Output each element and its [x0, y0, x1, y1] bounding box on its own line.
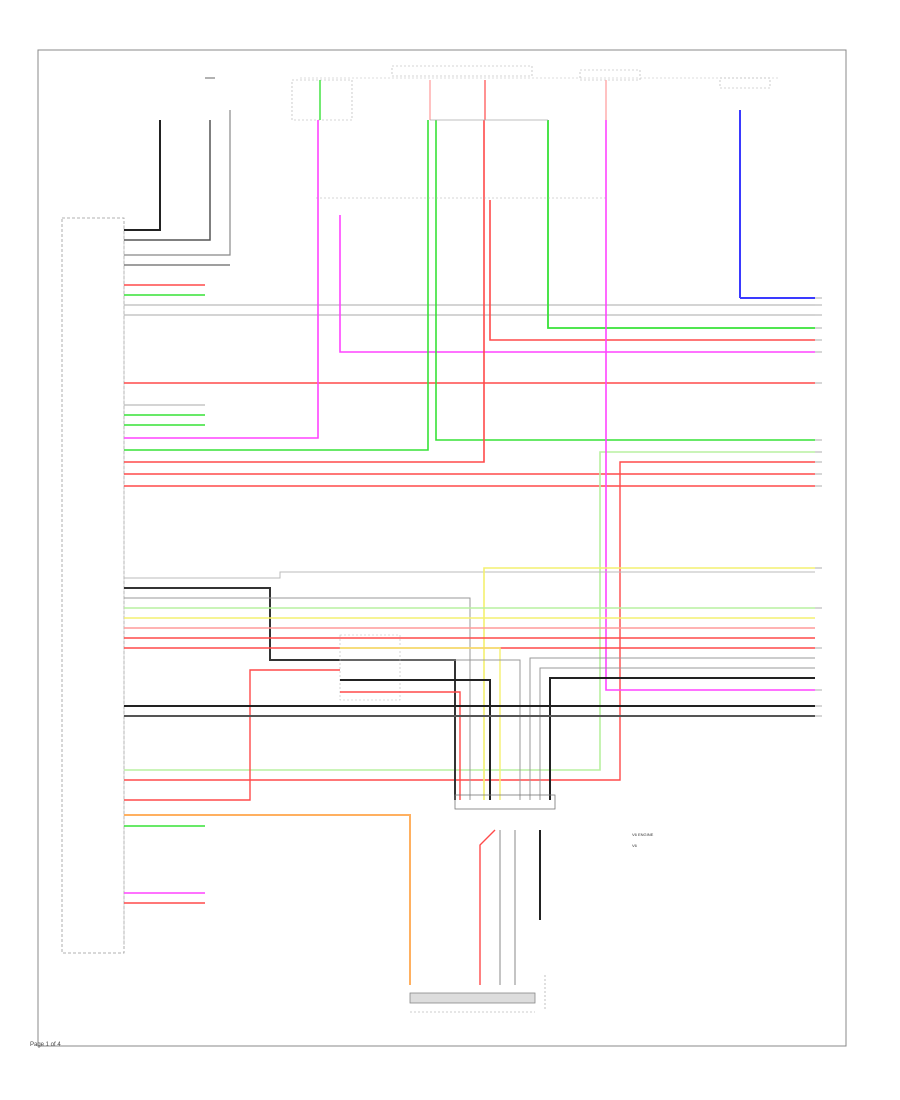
legend: V6 ENGINE V6 — [632, 832, 654, 848]
fuse-box-3 — [579, 69, 641, 81]
wire-black-inner — [340, 679, 491, 800]
wire-black-1 — [124, 120, 161, 231]
wire-lightgreen-h1 — [124, 451, 815, 771]
wire-red-down1 — [479, 829, 496, 985]
inner-connector-box — [339, 634, 401, 701]
wire-black-low1 — [124, 587, 456, 800]
wire-green-h3 — [435, 120, 815, 441]
bottom-connector-a — [454, 794, 556, 810]
wire-yellow-inner — [340, 647, 501, 800]
wire-red-inner2 — [340, 691, 461, 800]
wire-red-h6 — [124, 461, 815, 781]
fuse-box-2 — [391, 65, 533, 77]
bottom-sensor-block — [409, 992, 536, 1004]
page-label: Page 1 of 4 — [30, 1042, 61, 1048]
wire-orange-bottom — [124, 814, 411, 985]
fuse-box-4 — [719, 77, 771, 89]
legend-item-2: V6 — [632, 843, 638, 848]
wire-magenta-v2 — [605, 120, 815, 691]
wire-green-h2 — [124, 120, 429, 451]
wire-gray-1 — [124, 110, 231, 256]
wire-magenta-h1 — [339, 215, 815, 353]
wire-yellow-low1 — [483, 567, 815, 800]
right-terminals — [815, 297, 822, 717]
wire-gray-inner — [340, 659, 521, 800]
ecm-module-box — [61, 217, 125, 954]
wire-gray-low4 — [539, 667, 815, 800]
wire-red-h3 — [124, 120, 485, 463]
wire-gray-low2 — [124, 597, 471, 800]
wire-green-h1 — [547, 120, 815, 329]
wire-red-inner — [124, 669, 340, 801]
wire-gray-low1 — [124, 571, 815, 579]
wire-red-h1 — [489, 200, 815, 341]
legend-item-1: V6 ENGINE — [632, 832, 654, 837]
wire-black-low2 — [549, 677, 815, 800]
wire-magenta-2 — [124, 120, 319, 439]
wire-gray-low3 — [529, 657, 815, 800]
wire-black-2 — [124, 120, 211, 241]
fuse-box-1 — [291, 79, 353, 121]
diagram-frame — [37, 49, 847, 1047]
